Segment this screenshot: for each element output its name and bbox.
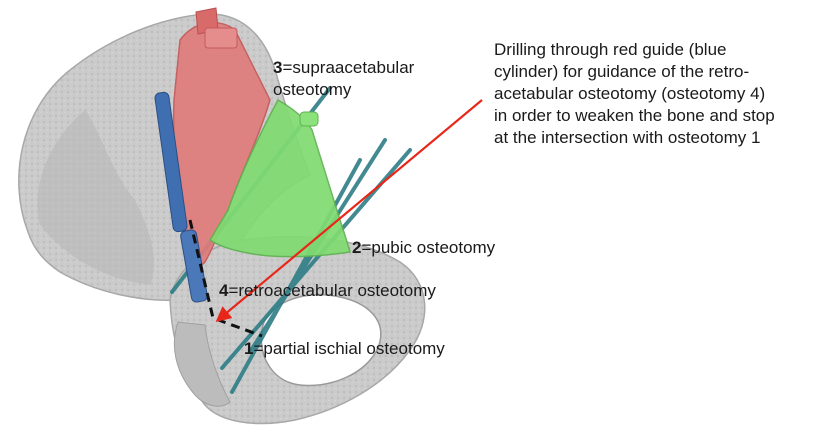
callout-line: cylinder) for guidance of the retro- [494, 61, 838, 83]
label-retro-text: =retroacetabular osteotomy [228, 281, 435, 300]
label-retroacetabular-osteotomy: 4=retroacetabular osteotomy [219, 281, 436, 301]
callout-line: acetabular osteotomy (osteotomy 4) [494, 83, 838, 105]
red-guide-tab [205, 28, 237, 48]
callout-line: Drilling through red guide (blue [494, 39, 838, 61]
drilling-callout-text: Drilling through red guide (blue cylinde… [494, 39, 838, 149]
label-supra-line2: osteotomy [273, 79, 414, 101]
label-supraacetabular-osteotomy: 3=supraacetabular osteotomy [273, 57, 414, 101]
callout-line: at the intersection with osteotomy 1 [494, 127, 838, 149]
label-pubic-osteotomy: 2=pubic osteotomy [352, 238, 495, 258]
label-pubic-text: =pubic osteotomy [361, 238, 495, 257]
label-partial-ischial-osteotomy: 1=partial ischial osteotomy [244, 339, 445, 359]
green-guide-boss [300, 112, 318, 126]
label-ischial-text: =partial ischial osteotomy [253, 339, 444, 358]
label-supra-line1: =supraacetabular [282, 58, 414, 77]
callout-line: in order to weaken the bone and stop [494, 105, 838, 127]
